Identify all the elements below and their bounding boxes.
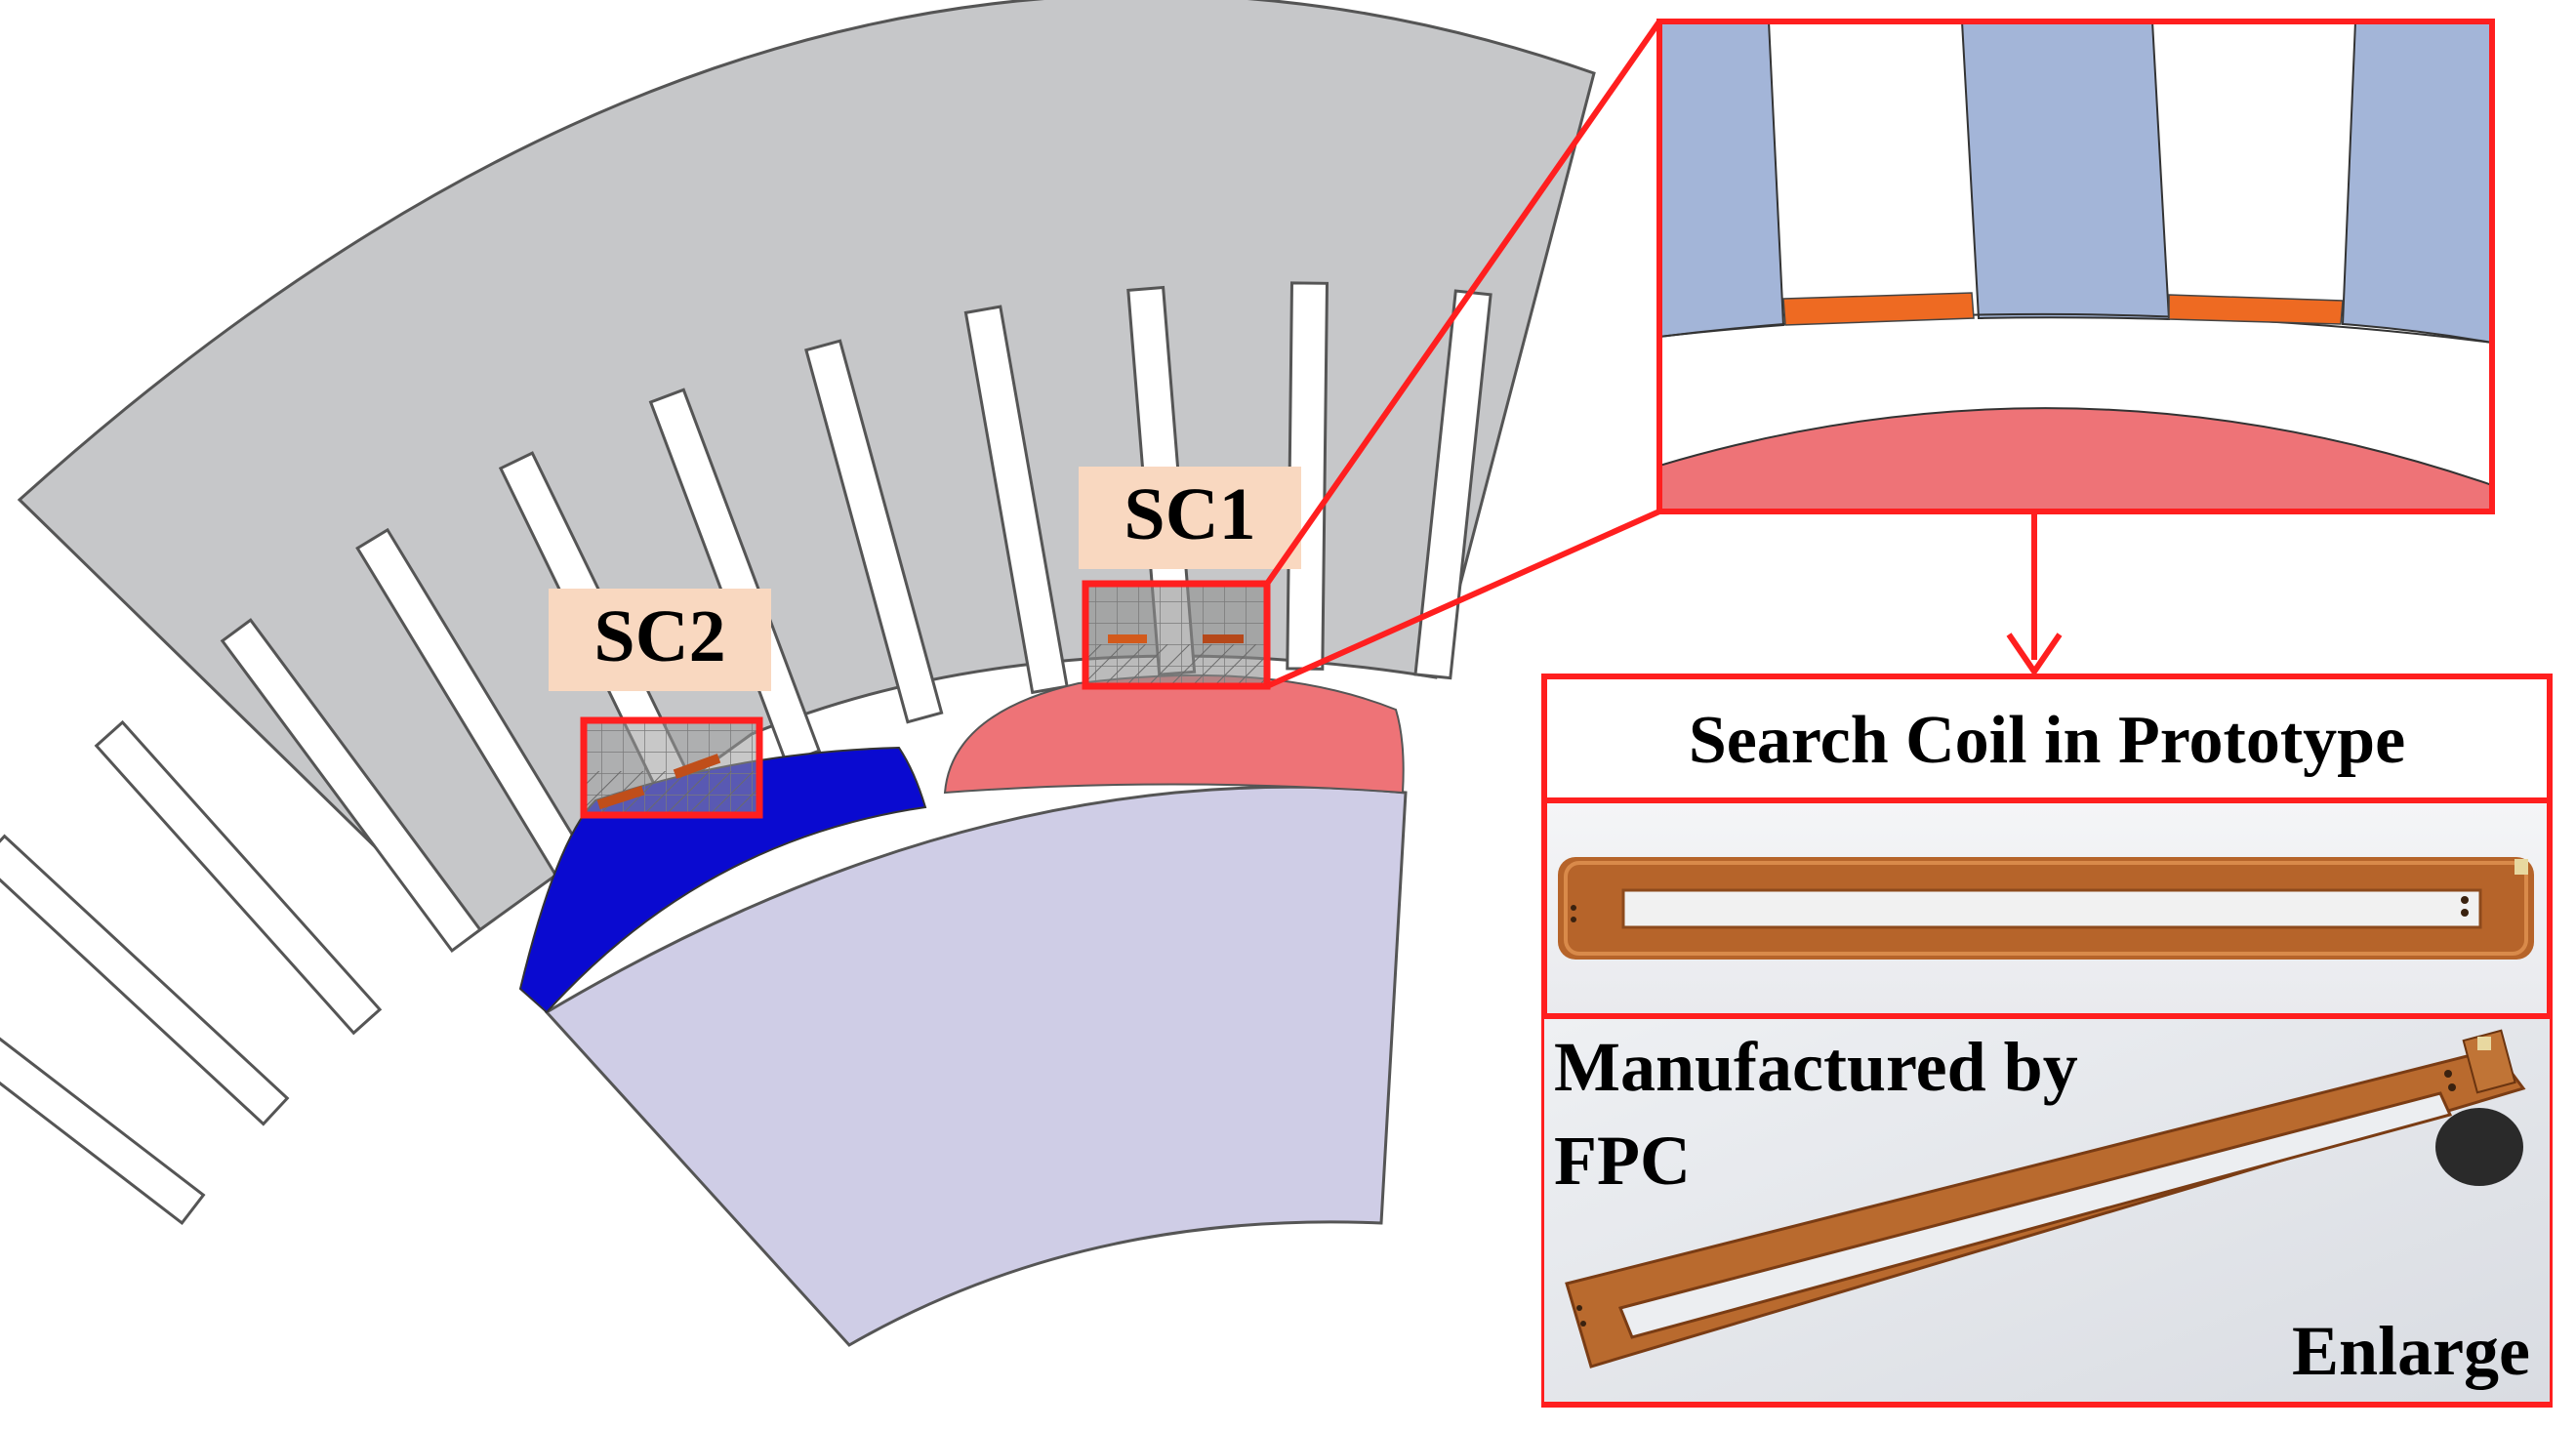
search-coil-panel: Search Coil in Prototype xyxy=(1541,674,2553,1408)
fpc-label: FPC xyxy=(1554,1122,1691,1200)
sc1-label: SC1 xyxy=(1079,467,1301,569)
stator-slot xyxy=(220,618,482,953)
manufactured-label: Manufactured by xyxy=(1554,1028,2078,1106)
stator-slot xyxy=(804,339,944,724)
stator-slot xyxy=(1413,289,1492,680)
coil-strip-right xyxy=(2168,294,2344,325)
sc2-highlight-box xyxy=(580,716,763,819)
zoom-line-bottom xyxy=(1265,509,1661,689)
sc1-label-text: SC1 xyxy=(1124,473,1255,555)
sc2-label: SC2 xyxy=(549,589,771,691)
stator-core xyxy=(17,0,1596,940)
photo-coil-enlarged xyxy=(1544,1019,2550,1402)
stator-slot xyxy=(0,834,290,1126)
zoom-panel xyxy=(1656,19,2495,514)
coil-strip-left xyxy=(1782,292,1975,326)
sc1-region xyxy=(1082,580,1271,690)
zoom-line-top xyxy=(1264,20,1662,586)
stator-slot xyxy=(94,719,383,1036)
panel-title: Search Coil in Prototype xyxy=(1689,703,2405,778)
enlarge-label: Enlarge xyxy=(2292,1312,2530,1390)
arrow-head-icon xyxy=(2006,633,2063,677)
sc1-highlight-box xyxy=(1082,580,1271,690)
photo-coil-straight xyxy=(1547,803,2547,1014)
sc2-region xyxy=(580,716,763,819)
stator-slot xyxy=(0,1037,206,1226)
magnet-red xyxy=(943,674,1405,795)
sc2-label-text: SC2 xyxy=(593,595,725,677)
